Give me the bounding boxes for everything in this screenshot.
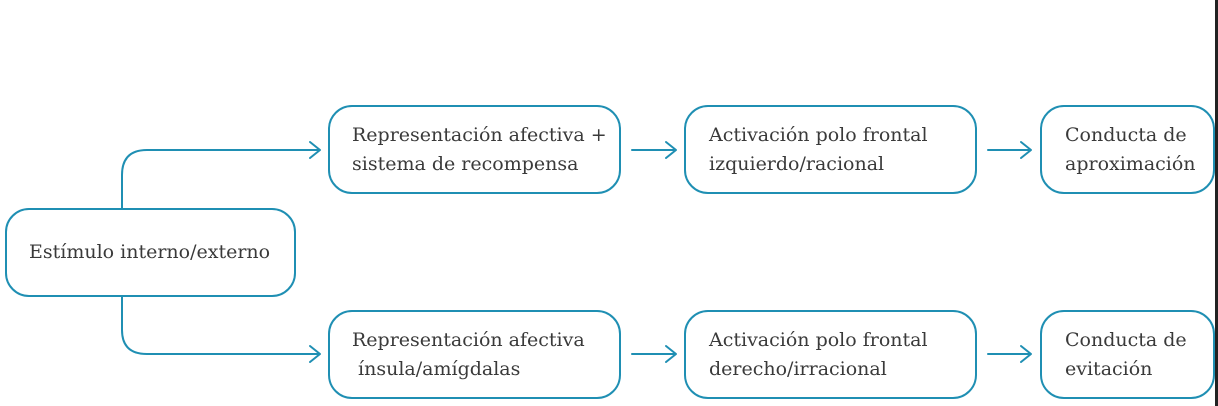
top-representation-line2: sistema de recompensa: [352, 152, 579, 175]
bottom-representation-line1: Representación afectiva: [352, 328, 585, 351]
top-activation-line1: Activación polo frontal: [709, 123, 928, 146]
page-edge-divider: [1215, 0, 1218, 406]
stimulus-node: Estímulo interno/externo: [5, 208, 296, 297]
top-arrow-2-head: [1020, 141, 1032, 159]
top-representation-line1: Representación afectiva +: [352, 123, 607, 146]
bottom-representation-node: Representación afectiva ínsula/amígdalas: [328, 310, 621, 399]
bottom-conduct-line1: Conducta de: [1065, 328, 1187, 351]
top-activation-line2: izquierdo/racional: [709, 152, 885, 175]
top-conduct-node: Conducta de aproximación: [1040, 105, 1215, 194]
bottom-representation-line2: ínsula/amígdalas: [352, 357, 521, 380]
bottom-activation-line1: Activación polo frontal: [709, 328, 928, 351]
top-arrow-1-head: [665, 141, 677, 159]
bottom-activation-line2: derecho/irracional: [709, 357, 887, 380]
branch-up-connector: [121, 149, 319, 209]
branch-up-arrowhead: [309, 141, 321, 159]
top-conduct-line1: Conducta de: [1065, 123, 1187, 146]
bottom-arrow-2-head: [1020, 345, 1032, 363]
top-activation-node: Activación polo frontal izquierdo/racion…: [684, 105, 977, 194]
bottom-activation-node: Activación polo frontal derecho/irracion…: [684, 310, 977, 399]
top-representation-node: Representación afectiva + sistema de rec…: [328, 105, 621, 194]
branch-down-connector: [121, 296, 319, 355]
bottom-arrow-1-head: [665, 345, 677, 363]
bottom-conduct-node: Conducta de evitación: [1040, 310, 1215, 399]
stimulus-label: Estímulo interno/externo: [29, 241, 271, 263]
branch-down-arrowhead: [309, 345, 321, 363]
top-conduct-line2: aproximación: [1065, 152, 1196, 175]
bottom-conduct-line2: evitación: [1065, 357, 1153, 380]
